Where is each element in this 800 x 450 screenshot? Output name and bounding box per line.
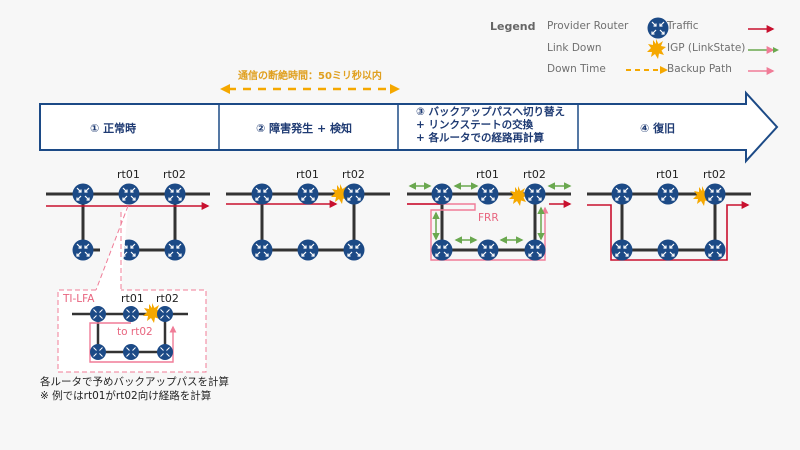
note-line-2: ※ 例ではrt01がrt02向け経路を計算: [40, 390, 212, 402]
legend-igp-label: IGP (LinkState): [667, 42, 746, 54]
stage-3-line-1: ③ バックアップパスへ切り替え: [416, 106, 566, 118]
stage-3-line-3: + 各ルータでの経路再計算: [416, 132, 544, 144]
tilfa-path-label: to rt02: [117, 326, 153, 338]
frr-label: FRR: [478, 212, 499, 224]
legend-link-down-label: Link Down: [547, 42, 602, 54]
tilfa-callout: [57, 205, 207, 373]
downtime-arrow-left-head: [220, 84, 230, 94]
tilfa-title: TI-LFA: [63, 293, 95, 305]
panel1-rt02-label: rt02: [163, 168, 186, 181]
panel3-rt01-label: rt01: [476, 168, 499, 181]
legend-router-icon: [646, 16, 670, 40]
legend-provider-router-label: Provider Router: [547, 20, 629, 32]
stage-3-label: ③ バックアップパスへ切り替え + リンクステートの交換 + 各ルータでの経路再…: [416, 106, 565, 145]
legend-traffic-label: Traffic: [667, 20, 699, 32]
panel-recovery: [587, 182, 751, 262]
panel2-rt02-label: rt02: [342, 168, 365, 181]
panel4-rt02-label: rt02: [703, 168, 726, 181]
stage-3-line-2: + リンクステートの交換: [416, 119, 534, 131]
legend-backup-path-label: Backup Path: [667, 63, 732, 75]
downtime-label: 通信の断絶時間：50ミリ秒以内: [238, 71, 382, 82]
stage-arrow: [39, 90, 779, 164]
panel2-rt01-label: rt01: [296, 168, 319, 181]
note-line-1: 各ルータで予めバックアップパスを計算: [40, 376, 229, 388]
stage-1-label: ① 正常時: [90, 122, 137, 135]
panel1-rt01-label: rt01: [117, 168, 140, 181]
panel-failure: [226, 182, 390, 262]
legend-title: Legend: [490, 20, 536, 33]
legend-igp-arrowhead: [773, 47, 779, 53]
legend-down-time-label: Down Time: [547, 63, 606, 75]
stage-4-label: ④ 復旧: [640, 122, 676, 135]
panel-normal: [46, 182, 210, 262]
panel4-rt01-label: rt01: [656, 168, 679, 181]
tilfa-rt02-label: rt02: [156, 292, 179, 305]
panel3-rt02-label: rt02: [523, 168, 546, 181]
stage-2-label: ② 障害発生 + 検知: [256, 122, 353, 135]
legend-link-down-icon: [647, 39, 666, 59]
tilfa-rt01-label: rt01: [121, 292, 144, 305]
downtime-arrow-right-head: [390, 84, 400, 94]
panel-switchover: [407, 182, 572, 262]
